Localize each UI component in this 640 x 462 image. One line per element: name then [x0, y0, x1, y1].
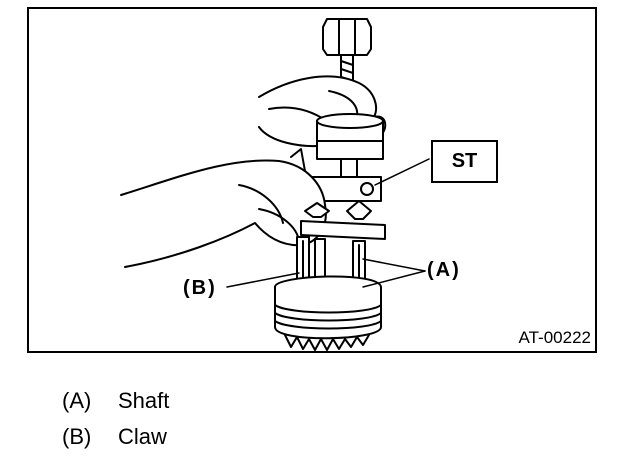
legend-value: Shaft — [118, 388, 170, 413]
hex-nut — [322, 18, 372, 56]
leader-line-b — [226, 272, 300, 288]
legend-row: (A) Shaft — [62, 388, 169, 414]
wing-screw — [304, 202, 330, 218]
leader-line-a — [362, 270, 426, 288]
leader-line-a — [362, 258, 426, 272]
legend-value: Claw — [118, 424, 167, 449]
leader-line-st — [374, 158, 430, 186]
legend-row: (B) Claw — [62, 424, 167, 450]
gear-drum — [274, 275, 382, 340]
legend-key: (A) — [62, 388, 92, 413]
figure-frame: ST (A) (B) AT-00222 — [27, 7, 597, 353]
lower-hand — [120, 159, 327, 268]
wing-screw — [346, 200, 372, 220]
callout-a: (A) — [427, 259, 461, 281]
figure-id: AT-00222 — [518, 328, 591, 347]
legend-key: (B) — [62, 424, 92, 449]
puller-illustration — [120, 18, 430, 351]
special-tool-callout: ST — [431, 140, 498, 183]
callout-b: (B) — [183, 277, 217, 299]
lower-bar — [300, 220, 386, 240]
